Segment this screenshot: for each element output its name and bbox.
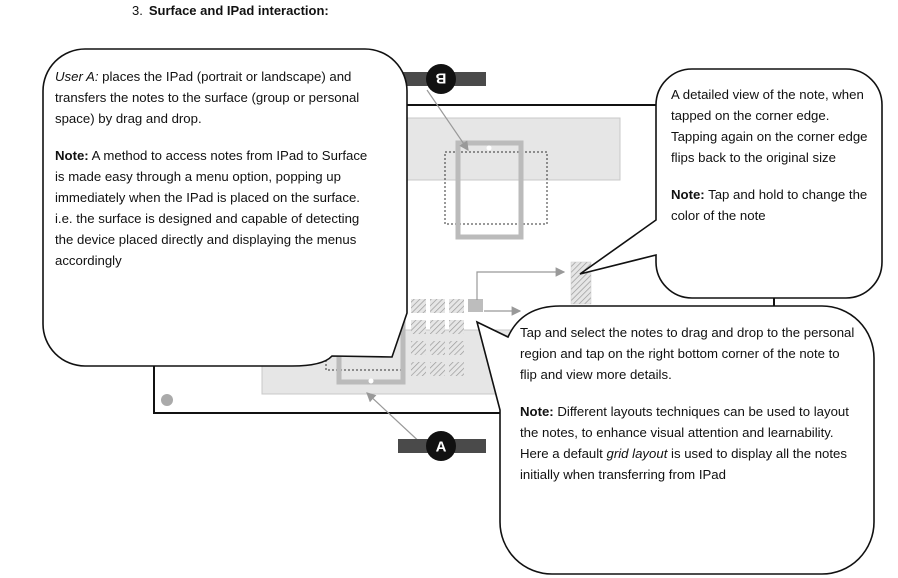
callout-top-right-paragraph-1: A detailed view of the note, when tapped…: [671, 87, 868, 165]
note-item[interactable]: [430, 341, 445, 355]
note-item[interactable]: [411, 362, 426, 376]
note-item[interactable]: [411, 299, 426, 313]
callout-bottom-right-paragraph-2b: is used to display all the notes initial…: [520, 446, 847, 482]
callout-bottom-right-paragraph-2a: Different layouts techniques can be used…: [520, 404, 849, 461]
callout-bottom-right-bubble: [475, 305, 875, 575]
note-selected[interactable]: [468, 299, 483, 312]
note-item[interactable]: [449, 341, 464, 355]
callout-top-right-note-label: Note:: [671, 187, 705, 202]
section-title: Surface and IPad interaction:: [148, 3, 329, 18]
user-b-arrow: [426, 89, 469, 151]
note-item[interactable]: [449, 320, 464, 334]
user-a-arrow: [366, 392, 426, 448]
callout-left-paragraph-2: A method to access notes from IPad to Su…: [55, 148, 368, 268]
callout-bottom-right-note-label: Note:: [520, 404, 554, 419]
section-heading: 3. Surface and IPad interaction:: [132, 3, 329, 18]
callout-left-note-label: Note:: [55, 148, 89, 163]
callout-left-text: User A: places the IPad (portrait or lan…: [55, 66, 377, 271]
callout-left-paragraph-1: places the IPad (portrait or landscape) …: [55, 69, 360, 126]
ipad-portrait-top: [455, 140, 524, 240]
user-b-badge: [426, 64, 456, 94]
section-number: 3.: [132, 3, 143, 18]
note-item[interactable]: [430, 362, 445, 376]
note-item[interactable]: [430, 299, 445, 313]
user-b-label: B: [435, 70, 446, 87]
user-a-label: A: [436, 439, 447, 456]
note-item[interactable]: [430, 320, 445, 334]
callout-left-user-a-label: User A:: [55, 69, 99, 84]
callout-top-right-bubble: [579, 68, 883, 299]
note-item[interactable]: [411, 320, 426, 334]
surface-corner-dot: [161, 394, 173, 406]
note-item[interactable]: [411, 341, 426, 355]
note-grid: [411, 299, 464, 376]
callout-bottom-right-text: Tap and select the notes to drag and dro…: [520, 322, 855, 485]
callout-top-right-paragraph-2: Tap and hold to change the color of the …: [671, 187, 868, 223]
user-a-badge: [426, 431, 456, 461]
note-item[interactable]: [449, 299, 464, 313]
ipad-home-button-top: [486, 145, 492, 151]
callout-bottom-right-grid-layout: grid layout: [606, 446, 668, 461]
callout-bottom-right-paragraph-1: Tap and select the notes to drag and dro…: [520, 325, 855, 382]
callout-left-bubble: [42, 48, 408, 367]
note-item[interactable]: [449, 362, 464, 376]
ipad-landscape-outline-top: [444, 151, 548, 225]
ipad-home-button-bottom: [368, 378, 374, 384]
drag-arrow-up: [476, 267, 566, 300]
callout-top-right-text: A detailed view of the note, when tapped…: [671, 84, 876, 226]
